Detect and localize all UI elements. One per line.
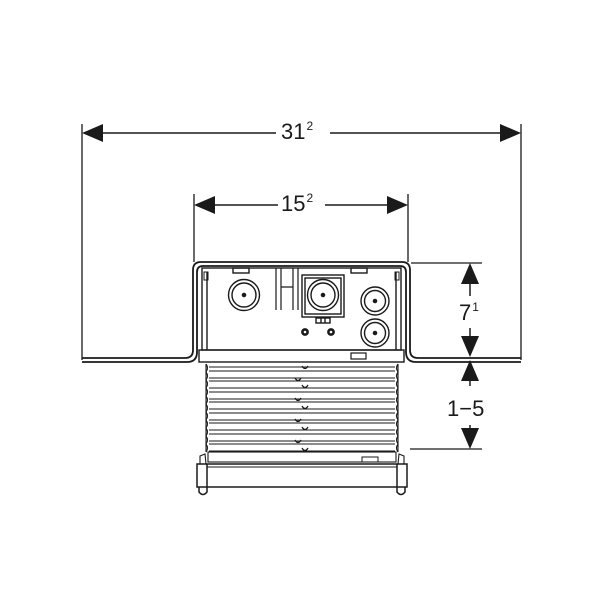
installation-box [198, 267, 405, 363]
box-depth-superscript: 1 [472, 300, 479, 314]
dimension-adjustment-range [410, 360, 482, 450]
overall-width-value: 31 [281, 119, 306, 144]
arrowhead-right-icon [387, 196, 408, 214]
box-width-label: 152 [281, 191, 314, 216]
arrowhead-right-icon [500, 124, 521, 142]
dimension-box-width [193, 194, 409, 262]
arrowhead-left-icon [82, 124, 103, 142]
arrowhead-left-icon [194, 196, 215, 214]
pleated-extension [205, 363, 399, 453]
overall-width-superscript: 2 [306, 119, 314, 133]
box-depth-label: 71 [459, 300, 479, 325]
arrowhead-down-icon [461, 336, 479, 357]
adjustment-range-label: 1−5 [447, 396, 485, 421]
dimension-box-depth [411, 262, 482, 357]
adjustment-range-value: 1−5 [447, 396, 485, 421]
arrowhead-up-icon [461, 360, 479, 381]
arrowhead-down-icon [461, 428, 479, 449]
box-width-value: 15 [281, 191, 306, 216]
dimension-overall-width [81, 124, 522, 360]
mounting-plate [82, 261, 521, 363]
box-depth-value: 7 [459, 300, 472, 325]
bottom-frame [196, 451, 408, 496]
arrowhead-up-icon [461, 263, 479, 284]
box-width-superscript: 2 [306, 191, 314, 205]
overall-width-label: 312 [281, 119, 314, 144]
